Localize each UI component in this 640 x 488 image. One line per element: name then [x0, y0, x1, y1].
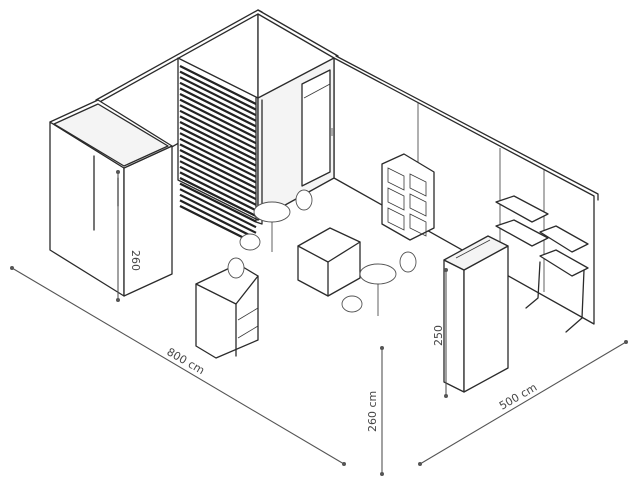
- cube-shelf: [381, 153, 435, 241]
- dimension-width: [10, 266, 346, 466]
- center-cube: [297, 227, 361, 297]
- height-label: 260 cm: [366, 391, 379, 432]
- slat-line: [179, 160, 257, 201]
- shelf-cell: [409, 193, 427, 217]
- slat-line: [179, 87, 257, 128]
- slat-line: [179, 199, 257, 240]
- slat-line: [179, 182, 257, 223]
- slat-line: [179, 143, 257, 184]
- shelf-cell: [409, 173, 427, 197]
- storage-room: [255, 57, 335, 225]
- counter: [195, 263, 259, 359]
- slat-line: [179, 109, 257, 150]
- slat-line: [179, 165, 257, 206]
- slat-line: [179, 188, 257, 229]
- slat-line: [179, 76, 257, 117]
- tower-height-label: 250: [432, 325, 445, 346]
- shelf-cell: [387, 207, 405, 231]
- front-left-tower: [49, 99, 173, 297]
- slat-line: [179, 177, 257, 217]
- dimension-height: [380, 346, 384, 476]
- slat-line: [179, 121, 257, 161]
- dimension-tower-height: [444, 268, 448, 398]
- slat-line: [179, 93, 257, 133]
- slat-line: [179, 81, 257, 122]
- slat-line: [179, 104, 257, 145]
- slat-line: [179, 98, 257, 139]
- slat-line: [179, 137, 257, 178]
- dimension-depth: [418, 340, 628, 466]
- table-right: [227, 251, 417, 316]
- shelf-cell: [387, 167, 405, 191]
- slat-line: [179, 70, 257, 111]
- slat-line: [179, 115, 257, 156]
- slat-line: [179, 171, 257, 212]
- slat-line: [179, 149, 257, 189]
- slat-line: [179, 193, 257, 234]
- table-left: [239, 189, 313, 252]
- slat-line: [179, 65, 257, 105]
- shelf-cell: [409, 213, 427, 237]
- shelf-cell: [387, 187, 405, 211]
- slat-line: [179, 154, 257, 195]
- wall-shelves: [495, 195, 589, 333]
- slat-line: [179, 132, 257, 173]
- wall-height-label: 260: [129, 250, 142, 271]
- dimension-wall-height: [116, 170, 120, 302]
- slat-line: [179, 126, 257, 167]
- front-right-tower: [443, 235, 509, 393]
